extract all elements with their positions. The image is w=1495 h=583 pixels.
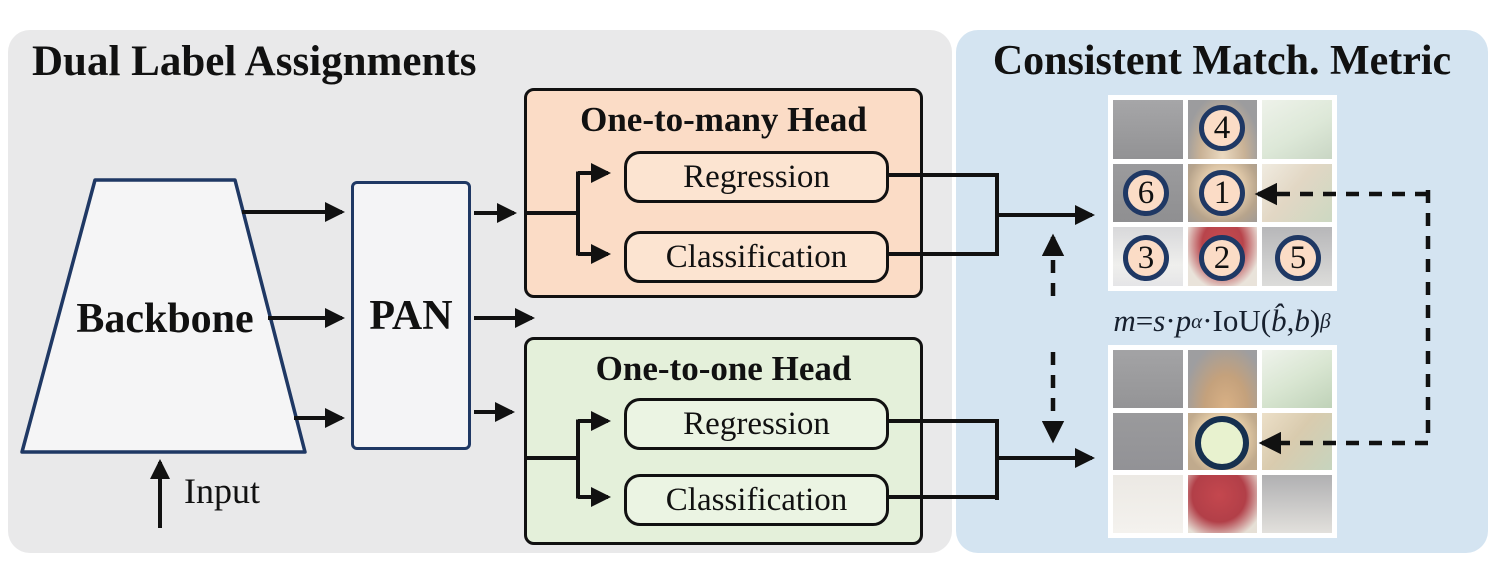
one-to-many-head-title: One-to-many Head [580,100,867,139]
dog-photo-tile [1262,475,1332,533]
dog-photo-tile [1262,100,1332,159]
dog-photo-tile [1113,350,1183,408]
anchor-circle-5: 5 [1275,235,1321,281]
one-to-many-merge-line [886,173,999,256]
one-to-one-merge-line [886,419,999,500]
dog-photo-tile [1113,100,1183,159]
dog-photo-tile [1187,475,1258,533]
backbone-label: Backbone [76,296,254,342]
solid-arrows [150,163,1095,528]
anchor-circle-3: 3 [1123,235,1169,281]
one-to-one-head-box: One-to-one Head Regression Classificatio… [524,337,923,545]
dog-photo-tile [1187,350,1258,408]
right-panel-title: Consistent Match. Metric [992,38,1452,84]
one-to-one-split-line [524,419,580,499]
formula-m: m [1113,303,1136,338]
one-to-one-regression-box: Regression [624,398,889,450]
dog-photo-tile [1262,350,1332,408]
dog-photo-tile [1113,412,1183,471]
selected-anchor-circle [1195,416,1249,470]
anchor-circle-2: 2 [1199,235,1245,281]
dashed-arrow-to-selected-anchor [1258,190,1431,455]
left-panel-title: Dual Label Assignments [32,38,477,85]
dog-photo-tile [1113,475,1183,533]
one-to-many-regression-box: Regression [624,151,889,203]
anchor-circle-6: 6 [1123,170,1169,216]
one-to-one-classification-box: Classification [624,474,889,526]
anchor-circle-4: 4 [1199,105,1245,151]
one-to-many-split-line [524,171,580,256]
one-to-many-head-box: One-to-many Head Regression Classificati… [524,88,923,298]
pan-box: PAN [351,181,471,450]
one-to-many-classification-box: Classification [624,231,889,283]
one-to-one-head-title: One-to-one Head [595,349,852,388]
backbone-trapezoid [20,178,307,454]
input-label: Input [184,471,260,511]
anchor-circle-1: 1 [1199,170,1245,216]
